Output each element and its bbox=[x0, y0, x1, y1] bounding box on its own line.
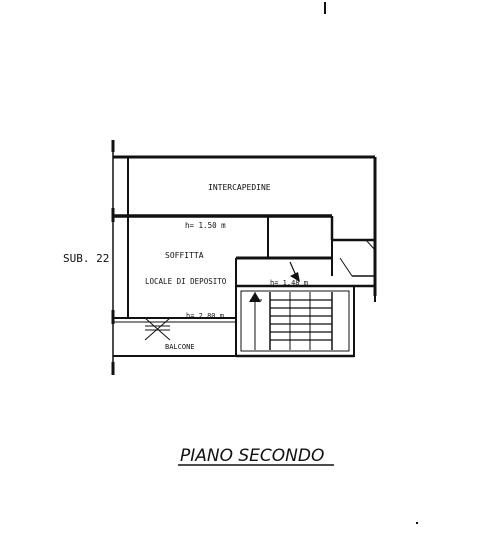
stray-mark bbox=[416, 522, 418, 524]
sub-label: SUB. 22 bbox=[63, 252, 109, 265]
stair-steps bbox=[269, 292, 333, 350]
height-label-upper: h= 1.50 m bbox=[185, 221, 226, 230]
room-label-soffitta: SOFFITTA bbox=[165, 251, 204, 260]
height-label-lower: h= 2.80 m bbox=[186, 312, 224, 320]
landing-arrow bbox=[289, 261, 300, 282]
soffitta-outline bbox=[113, 216, 375, 319]
intercapedine-outline bbox=[113, 155, 377, 240]
room-label-intercapedine: INTERCAPEDINE bbox=[208, 183, 271, 192]
room-label-balcone: BALCONE bbox=[165, 343, 195, 351]
stair-direction-arrow bbox=[249, 292, 262, 350]
right-tick-marks bbox=[324, 2, 376, 302]
room-label-locale: LOCALE DI DEPOSITO bbox=[145, 277, 227, 286]
plan-title: PIANO SECONDO bbox=[180, 446, 324, 466]
balcone-door-symbol bbox=[144, 317, 171, 341]
height-label-stair: h= 1.48 m bbox=[270, 279, 308, 287]
stairwell-outline bbox=[235, 284, 375, 358]
